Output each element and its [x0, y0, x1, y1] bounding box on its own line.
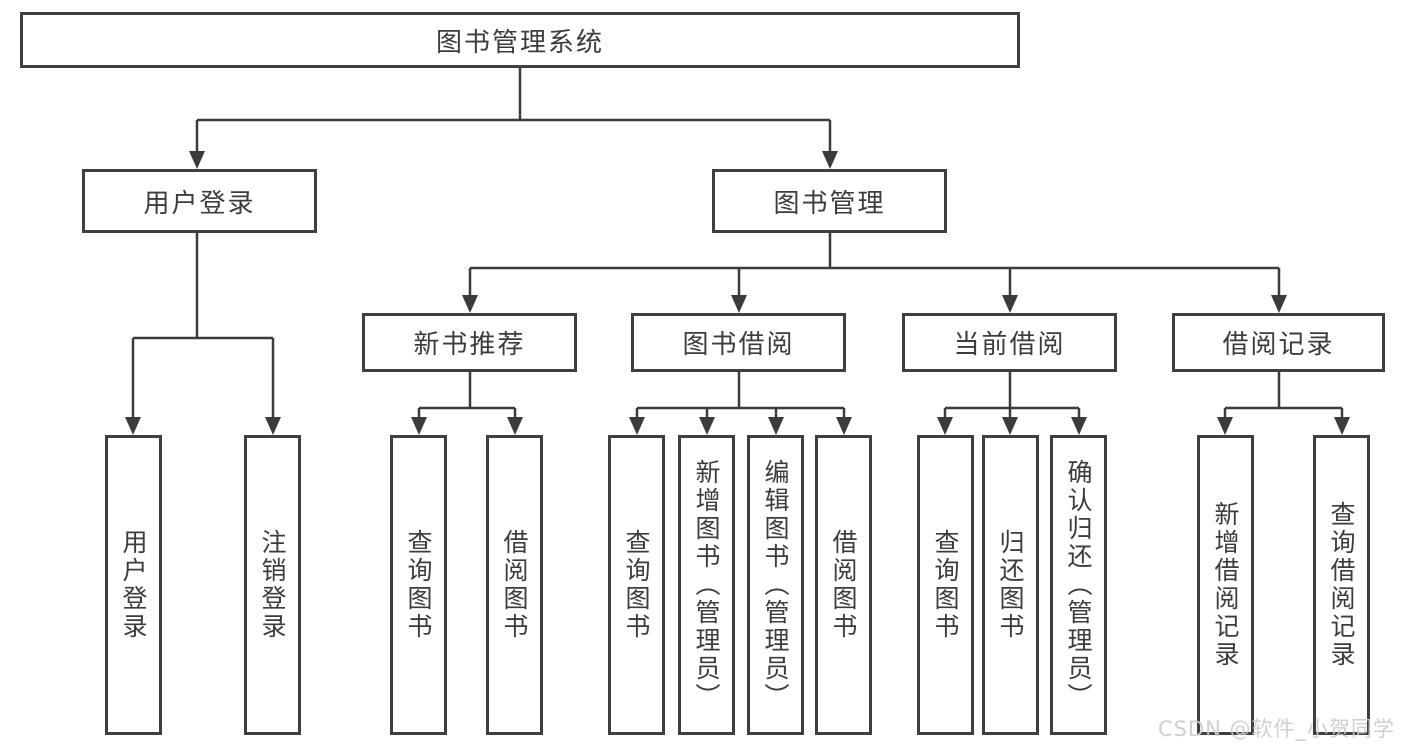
arrow-head-icon — [1217, 417, 1233, 435]
connector-root-to-level1 — [195, 68, 832, 151]
node-book-borrowing: 图书借阅 — [631, 313, 846, 372]
node-label: 用户登录 — [143, 188, 256, 219]
connector-book-borrowing — [635, 372, 846, 417]
connector-current-borrowing — [943, 372, 1081, 417]
node-label: 图书管理 — [773, 188, 886, 219]
node-label: 查询图书 — [622, 529, 651, 641]
node-label: 查询借阅记录 — [1327, 501, 1356, 669]
arrow-head-icon — [507, 417, 523, 435]
node-label: 借阅图书 — [500, 529, 529, 641]
node-label: 查询图书 — [931, 529, 960, 641]
node-label: 确认归还（管理员） — [1064, 459, 1093, 711]
leaf-current-return-books: 归还图书 — [982, 435, 1039, 735]
node-label: 归还图书 — [996, 529, 1025, 641]
connector-user-login-to-leaves — [131, 233, 275, 417]
node-label: 查询图书 — [404, 529, 433, 641]
leaf-user-login: 用户登录 — [105, 435, 162, 735]
node-label: 新书推荐 — [413, 330, 526, 360]
leaf-borrowing-edit-books-admin: 编辑图书（管理员） — [747, 435, 804, 735]
arrow-head-icon — [768, 417, 784, 435]
connector-new-book-recommend — [417, 372, 517, 417]
leaf-current-query-books: 查询图书 — [917, 435, 974, 735]
leaf-borrowing-borrow-books: 借阅图书 — [815, 435, 872, 735]
node-label: 图书借阅 — [682, 330, 795, 360]
node-label: 注销登录 — [258, 529, 287, 641]
arrow-head-icon — [1071, 417, 1087, 435]
node-current-borrowing: 当前借阅 — [902, 313, 1117, 372]
leaf-borrowing-query-books: 查询图书 — [608, 435, 665, 735]
arrow-head-icon — [822, 151, 838, 169]
leaf-recommend-query-books: 查询图书 — [390, 435, 447, 735]
arrow-head-icon — [1002, 417, 1018, 435]
leaf-records-add-record: 新增借阅记录 — [1197, 435, 1254, 735]
arrow-head-icon — [731, 295, 747, 313]
leaf-logout: 注销登录 — [244, 435, 301, 735]
node-label: 新增图书（管理员） — [692, 459, 721, 711]
connector-borrowing-records — [1223, 372, 1344, 417]
leaf-current-confirm-return-admin: 确认归还（管理员） — [1050, 435, 1107, 735]
arrow-head-icon — [125, 417, 141, 435]
arrow-head-icon — [1002, 295, 1018, 313]
node-new-book-recommend: 新书推荐 — [362, 313, 577, 372]
node-label: 用户登录 — [119, 529, 148, 641]
arrow-head-icon — [699, 417, 715, 435]
arrow-head-icon — [836, 417, 852, 435]
node-label: 借阅图书 — [829, 529, 858, 641]
arrow-head-icon — [411, 417, 427, 435]
node-label: 借阅记录 — [1222, 330, 1335, 360]
arrow-head-icon — [462, 295, 478, 313]
arrow-head-icon — [937, 417, 953, 435]
node-label: 图书管理系统 — [435, 27, 604, 58]
arrow-head-icon — [629, 417, 645, 435]
arrow-head-icon — [1271, 295, 1287, 313]
node-user-login: 用户登录 — [82, 169, 317, 233]
leaf-borrowing-add-books-admin: 新增图书（管理员） — [678, 435, 735, 735]
connector-book-management-to-level2 — [468, 233, 1281, 295]
node-root: 图书管理系统 — [20, 12, 1020, 68]
node-label: 新增借阅记录 — [1211, 501, 1240, 669]
arrow-head-icon — [189, 151, 205, 169]
arrow-head-icon — [265, 417, 281, 435]
leaf-recommend-borrow-books: 借阅图书 — [486, 435, 543, 735]
node-label: 当前借阅 — [953, 330, 1066, 360]
node-label: 编辑图书（管理员） — [761, 459, 790, 711]
node-book-management: 图书管理 — [712, 169, 947, 233]
arrow-head-icon — [1334, 417, 1350, 435]
leaf-records-query-record: 查询借阅记录 — [1313, 435, 1370, 735]
csdn-watermark: CSDN @软件_小贺同学 — [1157, 717, 1395, 741]
node-borrowing-records: 借阅记录 — [1172, 313, 1385, 372]
